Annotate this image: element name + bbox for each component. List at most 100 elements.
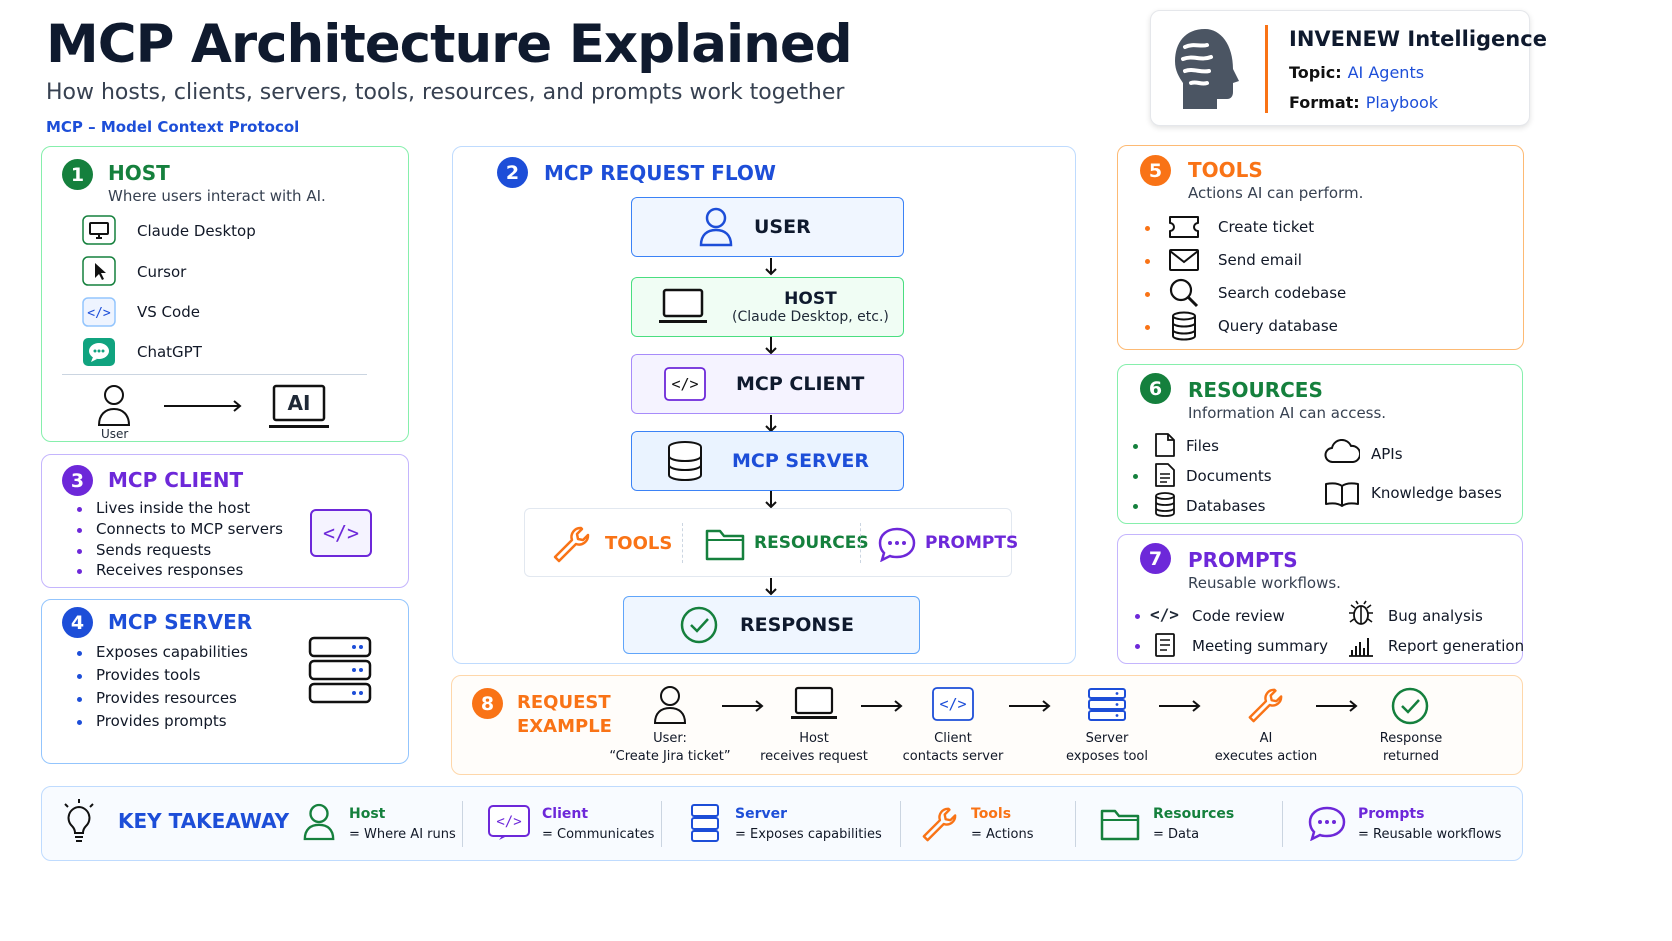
brand-card: INVENEW Intelligence Topic:AI Agents For… bbox=[1150, 10, 1547, 126]
cloud-icon bbox=[1324, 439, 1360, 465]
host-user-label: User bbox=[101, 427, 129, 441]
resources-item-apis: APIs bbox=[1371, 445, 1403, 463]
client-number-badge: 3 bbox=[62, 465, 93, 496]
right-arrow-icon bbox=[1157, 699, 1203, 713]
document-icon bbox=[1154, 462, 1176, 488]
flow-node-client: </> MCP CLIENT bbox=[631, 354, 904, 414]
wrench-icon bbox=[1246, 686, 1284, 724]
folder-icon bbox=[705, 527, 745, 561]
chatgpt-icon bbox=[82, 337, 116, 367]
client-title: MCP CLIENT bbox=[108, 468, 244, 492]
host-item-vscode: VS Code bbox=[137, 303, 200, 321]
svg-text:</>: </> bbox=[939, 695, 966, 713]
prompts-number-badge: 7 bbox=[1140, 543, 1171, 574]
flow-number-badge: 2 bbox=[497, 157, 528, 188]
bullet-dot bbox=[77, 697, 82, 702]
flow-user-label: USER bbox=[754, 216, 811, 238]
host-ai-label: AI bbox=[287, 391, 311, 415]
flow-node-user: USER bbox=[631, 197, 904, 257]
bullet-dot bbox=[1135, 614, 1140, 619]
client-panel: 3 MCP CLIENT Lives inside the host Conne… bbox=[41, 454, 409, 588]
flow-cap-divider bbox=[682, 523, 683, 563]
flow-client-label: MCP CLIENT bbox=[736, 373, 865, 395]
flow-cap-divider bbox=[860, 523, 861, 563]
down-arrow-icon bbox=[764, 258, 778, 276]
bullet-dot bbox=[77, 549, 82, 554]
flow-panel: 2 MCP REQUEST FLOW USER HOST (Claude Des… bbox=[452, 146, 1076, 664]
takeaway-prompts-label: Prompts bbox=[1358, 806, 1425, 822]
notes-icon bbox=[1154, 632, 1176, 658]
svg-text:</>: </> bbox=[323, 521, 359, 545]
flow-tools-label: TOOLS bbox=[605, 533, 673, 554]
brand-format: Format:Playbook bbox=[1289, 93, 1439, 112]
host-item-cursor: Cursor bbox=[137, 263, 187, 281]
flow-node-server: MCP SERVER bbox=[631, 431, 904, 491]
code-icon: </> bbox=[664, 367, 706, 401]
chat-bubble-icon bbox=[877, 526, 917, 562]
flow-resources-label: RESOURCES bbox=[754, 533, 869, 553]
server-rack-icon bbox=[308, 636, 372, 704]
takeaway-server-label: Server bbox=[735, 806, 788, 822]
takeaway-resources-label: Resources bbox=[1153, 806, 1235, 822]
takeaway-server-sub: = Exposes capabilities bbox=[735, 827, 882, 842]
email-icon bbox=[1168, 247, 1200, 273]
takeaway-host-label: Host bbox=[349, 806, 386, 822]
example-number-badge: 8 bbox=[472, 688, 503, 719]
takeaway-prompts-sub: = Reusable workflows bbox=[1358, 827, 1502, 842]
bullet-dot bbox=[1145, 226, 1150, 231]
server-title: MCP SERVER bbox=[108, 610, 253, 634]
resources-panel: 6 RESOURCES Information AI can access. F… bbox=[1117, 364, 1523, 524]
tools-item: Search codebase bbox=[1218, 284, 1347, 302]
user-icon bbox=[96, 383, 132, 427]
server-item: Exposes capabilities bbox=[96, 643, 248, 661]
wrench-icon bbox=[551, 525, 591, 563]
bullet-dot bbox=[77, 528, 82, 533]
host-arrow-icon bbox=[164, 399, 244, 413]
resources-number-badge: 6 bbox=[1140, 373, 1171, 404]
down-arrow-icon bbox=[764, 337, 778, 355]
flow-host-label: HOST bbox=[784, 289, 837, 309]
code-icon: </> bbox=[932, 687, 974, 721]
takeaway-client-label: Client bbox=[542, 806, 589, 822]
takeaway-divider bbox=[661, 801, 662, 847]
user-icon bbox=[302, 803, 336, 841]
bullet-dot bbox=[77, 720, 82, 725]
book-icon bbox=[1324, 481, 1360, 507]
host-item-chatgpt: ChatGPT bbox=[137, 343, 202, 361]
tools-item: Query database bbox=[1218, 317, 1338, 335]
takeaway-panel: KEY TAKEAWAY Host = Where AI runs </> Cl… bbox=[41, 786, 1523, 861]
prompts-desc: Reusable workflows. bbox=[1188, 574, 1341, 592]
svg-text:</>: </> bbox=[496, 814, 521, 830]
prompts-item-report: Report generation bbox=[1388, 637, 1525, 655]
takeaway-divider bbox=[1075, 801, 1076, 847]
wrench-icon bbox=[920, 805, 958, 843]
server-number-badge: 4 bbox=[62, 607, 93, 638]
prompts-panel: 7 PROMPTS Reusable workflows. </> Code r… bbox=[1117, 534, 1525, 664]
database-icon bbox=[1170, 311, 1198, 341]
resources-item-kb: Knowledge bases bbox=[1371, 484, 1502, 502]
tools-item: Create ticket bbox=[1218, 218, 1315, 236]
example-step-user: User:“Create Jira ticket” bbox=[609, 731, 731, 764]
host-divider bbox=[62, 374, 367, 375]
bullet-dot bbox=[77, 507, 82, 512]
prompts-item-bug: Bug analysis bbox=[1388, 607, 1483, 625]
ticket-icon bbox=[1168, 214, 1200, 240]
tools-desc: Actions AI can perform. bbox=[1188, 184, 1364, 202]
cursor-icon bbox=[82, 256, 116, 286]
resources-item: Files bbox=[1186, 437, 1219, 455]
bug-icon bbox=[1347, 599, 1375, 627]
tools-title: TOOLS bbox=[1188, 158, 1263, 182]
takeaway-divider bbox=[900, 801, 901, 847]
bullet-dot bbox=[1135, 644, 1140, 649]
client-item: Sends requests bbox=[96, 541, 212, 559]
database-icon bbox=[666, 440, 704, 482]
host-number-badge: 1 bbox=[62, 159, 93, 190]
bullet-dot bbox=[77, 569, 82, 574]
resources-item: Databases bbox=[1186, 497, 1266, 515]
tools-item: Send email bbox=[1218, 251, 1302, 269]
code-icon: </> bbox=[488, 805, 530, 841]
flow-capabilities-box: TOOLS RESOURCES PROMPTS bbox=[524, 508, 1018, 577]
down-arrow-icon bbox=[764, 578, 778, 596]
